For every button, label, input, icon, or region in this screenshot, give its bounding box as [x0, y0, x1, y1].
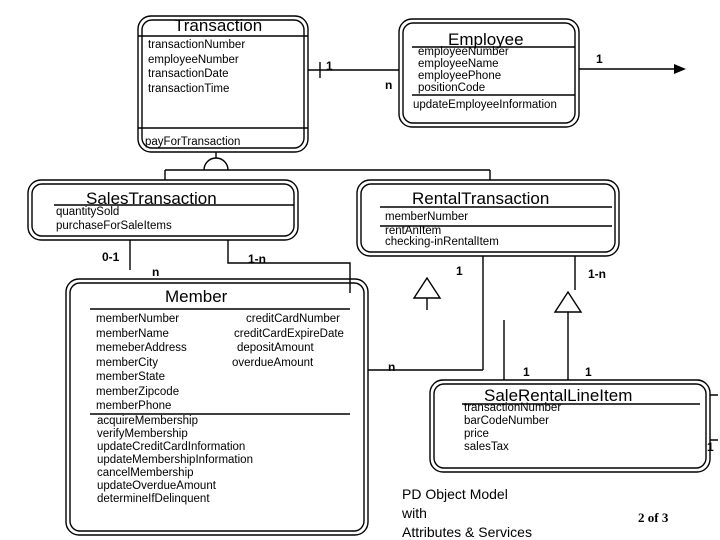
transaction-attr: transactionDate: [148, 68, 229, 80]
rental-service: checking-inRentalItem: [385, 236, 499, 248]
member-attr: creditCardNumber: [246, 313, 340, 325]
member-service: determineIfDelinquent: [97, 493, 210, 505]
gen-spec-triangle-right: [553, 290, 583, 313]
member-attr: memeberAddress: [96, 342, 187, 354]
line-item-attributes: transactionNumber barCodeNumber price sa…: [464, 402, 561, 454]
member-service: updateOverdueAmount: [97, 480, 216, 492]
employee-attr: employeeNumber: [418, 46, 509, 58]
member-attr: overdueAmount: [232, 356, 314, 369]
member-attr: depositAmount: [237, 342, 314, 354]
page-number: 2 of 3: [638, 510, 669, 525]
sales-member-right-connector: [227, 240, 351, 293]
mult-sales-member-01: 0-1: [102, 250, 120, 264]
footer-line-3: Attributes & Services: [402, 524, 532, 540]
transaction-title: Transaction: [174, 16, 263, 35]
mult-line-1b: 1: [585, 365, 592, 379]
line-item-attr: barCodeNumber: [464, 415, 550, 427]
footer-caption: PD Object Model with Attributes & Servic…: [402, 485, 532, 540]
transaction-attributes: transactionNumber employeeNumber transac…: [148, 38, 245, 96]
employee-attributes: employeeNumber employeeName employeePhon…: [418, 46, 509, 94]
member-attributes-left: memberNumber memberName memeberAddress m…: [96, 312, 187, 414]
employee-attr: positionCode: [418, 82, 486, 94]
line-item-title: SaleRentalLineItem: [484, 386, 633, 405]
footer-line-1: PD Object Model: [402, 486, 508, 502]
employee-box-inner: [402, 22, 576, 124]
sales-attr: quantitySold: [56, 206, 120, 218]
rental-transaction-box-outer: [356, 179, 620, 257]
member-box-inner: [69, 282, 365, 532]
line-item-self-link: [710, 394, 718, 441]
member-title: Member: [165, 287, 228, 306]
member-service: verifyMembership: [97, 428, 188, 440]
footer-line-2: with: [402, 505, 427, 521]
line-item-attr: salesTax: [464, 441, 509, 453]
member-box-outer: [65, 278, 369, 536]
sales-transaction-attributes: quantitySold purchaseForSaleItems: [56, 205, 172, 233]
sales-transaction-box-inner: [31, 183, 295, 237]
transaction-attr: transactionNumber: [148, 39, 246, 51]
member-attr: memberPhone: [96, 400, 172, 412]
member-service: acquireMembership: [97, 415, 198, 427]
arrowhead: [674, 64, 686, 74]
sales-transaction-box-outer: [27, 179, 299, 241]
employee-service: updateEmployeeInformation: [413, 99, 557, 111]
mult-line-right-1: 1: [707, 440, 714, 454]
member-attr: memberCity: [96, 356, 158, 369]
mult-line-1a: 1: [523, 365, 530, 379]
mult-emp-right-1: 1: [596, 52, 603, 66]
member-attr: memberState: [96, 371, 166, 383]
employee-attr: employeeName: [418, 58, 499, 70]
rental-transaction-title: RentalTransaction: [412, 189, 550, 208]
member-attr: memberName: [96, 327, 169, 340]
line-item-box-outer: [429, 379, 711, 473]
mult-trans-emp-1: 1: [326, 59, 333, 73]
member-services: acquireMembership verifyMembership updat…: [97, 415, 253, 506]
transaction-attr: employeeNumber: [148, 53, 239, 66]
mult-trans-emp-n: n: [385, 78, 393, 92]
rental-services: rentAnItem checking-inRentalItem: [385, 225, 499, 248]
mult-rental-1: 1: [456, 264, 463, 278]
sales-transaction-title: SalesTransaction: [86, 189, 217, 208]
rental-service: rentAnItem: [385, 225, 442, 237]
transaction-box-inner: [141, 19, 305, 149]
member-attr: memberZipcode: [96, 385, 180, 398]
member-attr: memberNumber: [96, 313, 180, 325]
member-attr: creditCardExpireDate: [234, 327, 344, 340]
line-item-box-inner: [433, 383, 707, 469]
gen-spec-semicircle: [203, 157, 229, 171]
rental-attr: memberNumber: [385, 211, 469, 223]
rental-transaction-box-inner: [360, 183, 616, 253]
employee-box-outer: [398, 18, 580, 128]
sales-attr: purchaseForSaleItems: [56, 220, 172, 232]
line-item-attr: price: [464, 428, 489, 440]
member-service: updateCreditCardInformation: [97, 441, 246, 453]
mult-rental-1n: 1-n: [588, 267, 606, 281]
gen-spec-triangle-left: [412, 276, 442, 299]
mult-member-line-n: n: [388, 360, 396, 374]
transaction-attr: transactionTime: [148, 82, 230, 95]
employee-title: Employee: [448, 30, 524, 49]
member-service: cancelMembership: [97, 467, 194, 479]
member-attributes-right: creditCardNumber creditCardExpireDate de…: [232, 312, 344, 370]
mult-sales-member-1n: 1-n: [248, 252, 266, 266]
employee-attr: employeePhone: [418, 70, 502, 82]
mult-sales-member-n: n: [152, 265, 160, 279]
transaction-box-outer: [137, 15, 309, 153]
line-item-attr: transactionNumber: [464, 402, 562, 414]
transaction-service: payForTransaction: [145, 136, 241, 148]
member-service: updateMembershipInformation: [97, 454, 253, 466]
